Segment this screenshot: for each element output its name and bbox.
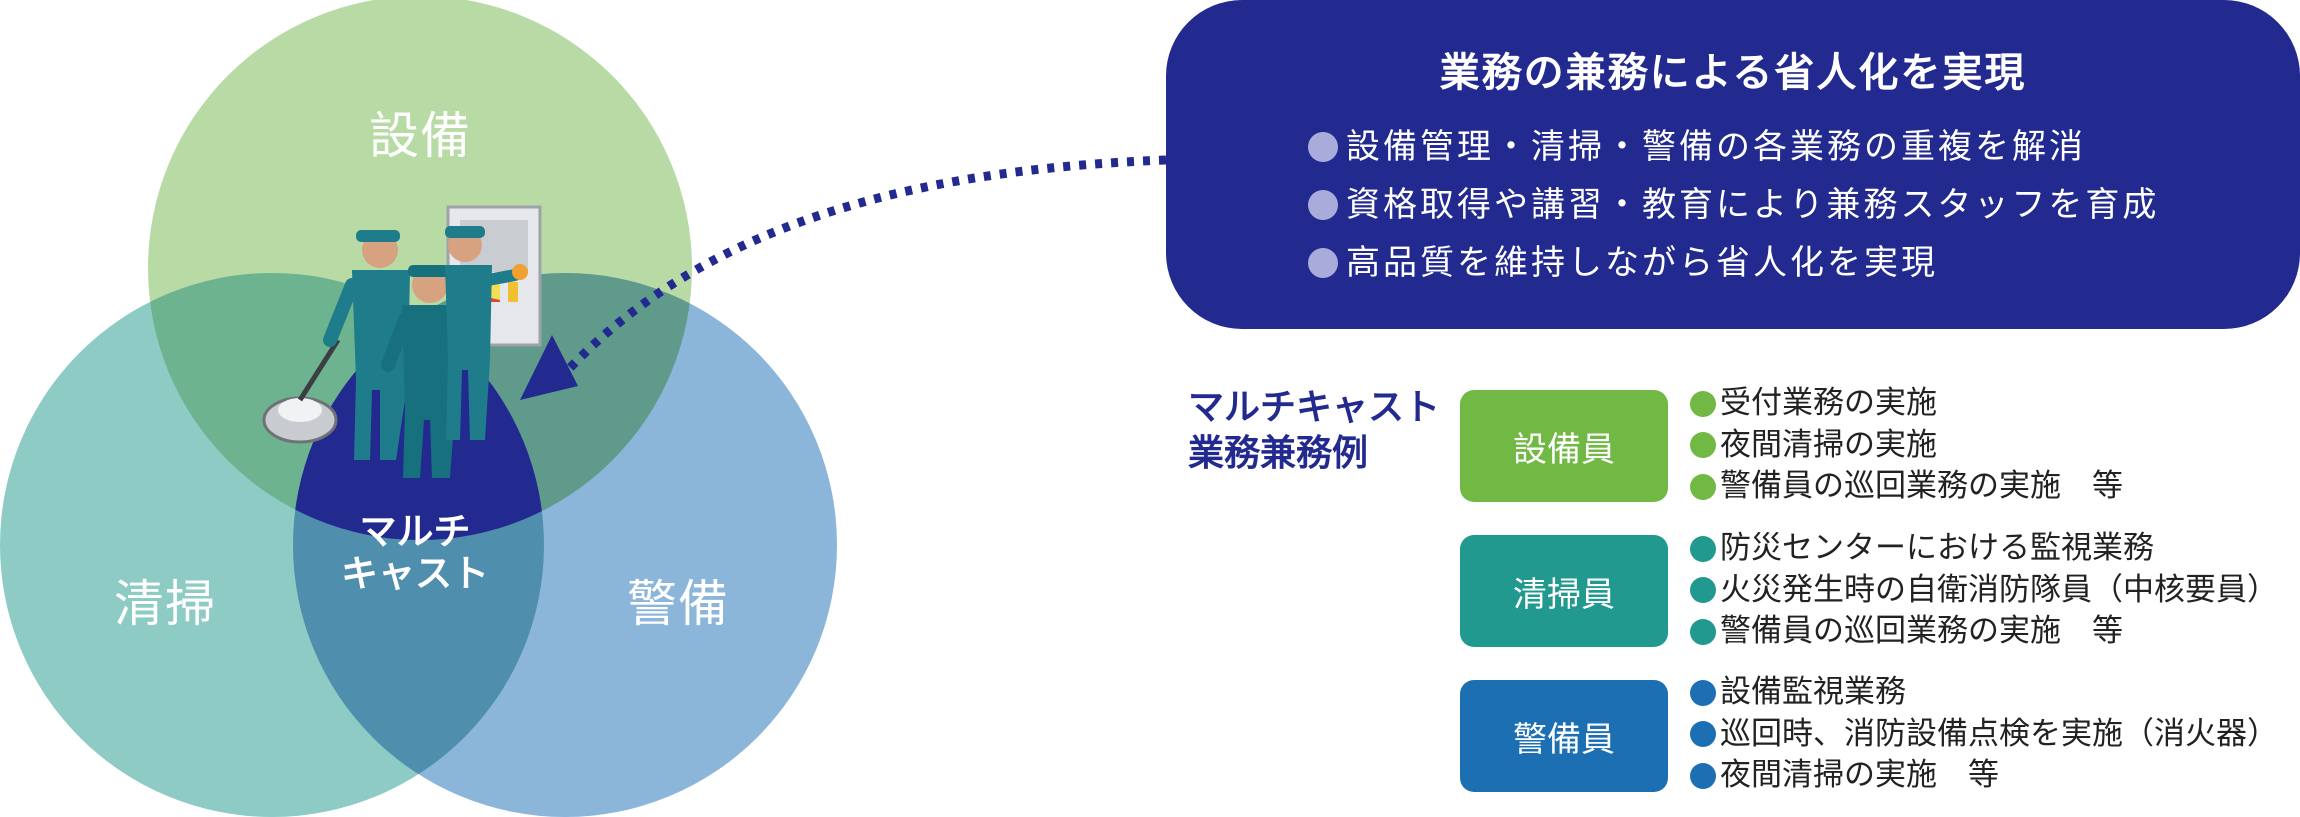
duty-item: 警備員の巡回業務の実施 等: [1690, 611, 2278, 653]
connector-arrowhead: [520, 335, 578, 400]
center-label-line1: マルチ: [359, 510, 471, 553]
example-title-line2: 業務兼務例: [1188, 433, 1369, 474]
bullet-dot-icon: [1690, 577, 1716, 604]
duty-item: 警備員の巡回業務の実施 等: [1690, 466, 2123, 508]
duty-text: 夜間清掃の実施: [1720, 426, 1937, 463]
venn-center-label: マルチ キャスト: [341, 511, 489, 595]
duty-text: 巡回時、消防設備点検を実施（消火器）: [1720, 715, 2278, 752]
bullet-dot-icon: [1690, 535, 1716, 562]
duty-text: 警備員の巡回業務の実施 等: [1720, 613, 2123, 649]
duty-text: 防災センターにおける監視業務: [1720, 530, 2154, 566]
example-title-line1: マルチキャスト: [1188, 387, 1441, 428]
bullet-dot-icon: [1690, 679, 1716, 706]
duty-item: 火災発生時の自衛消防隊員（中核要員）: [1690, 570, 2278, 612]
connector-arrow-line: [564, 155, 1167, 374]
bullet-dot-icon: [1690, 721, 1716, 748]
duty-text: 夜間清掃の実施 等: [1720, 757, 1999, 793]
role-equipment: 設備員: [1460, 390, 1668, 502]
bullet-dot-icon: [1690, 432, 1716, 459]
duty-item: 受付業務の実施: [1690, 383, 2123, 425]
duty-text: 設備監視業務: [1720, 674, 1906, 710]
workers-illustration: [262, 205, 542, 478]
venn-label-cleaning: 清掃: [114, 575, 216, 633]
venn-label-security: 警備: [627, 575, 729, 633]
duty-item: 設備監視業務: [1690, 672, 2278, 714]
venn-label-equipment: 設備: [369, 107, 471, 165]
bullet-dot-icon: [1690, 390, 1716, 417]
center-label-line2: キャスト: [341, 552, 489, 595]
duty-item: 夜間清掃の実施: [1690, 425, 2123, 467]
summary-bullet: 資格取得や講習・教育により兼務スタッフを育成: [1308, 176, 2159, 234]
bullet-dot-icon: [1308, 190, 1338, 220]
duty-item: 防災センターにおける監視業務: [1690, 528, 2278, 570]
role-security: 警備員: [1460, 680, 1668, 792]
summary-bullet-text: 設備管理・清掃・警備の各業務の重複を解消: [1346, 127, 2086, 167]
role-cleaning: 清掃員: [1460, 535, 1668, 647]
summary-bullet-list: 設備管理・清掃・警備の各業務の重複を解消 資格取得や講習・教育により兼務スタッフ…: [1308, 118, 2159, 292]
duty-text: 火災発生時の自衛消防隊員（中核要員）: [1720, 571, 2278, 608]
duties-cleaning: 防災センターにおける監視業務 火災発生時の自衛消防隊員（中核要員） 警備員の巡回…: [1690, 528, 2278, 653]
bullet-dot-icon: [1690, 473, 1716, 500]
duty-text: 警備員の巡回業務の実施 等: [1720, 468, 2123, 504]
example-title: マルチキャスト 業務兼務例: [1188, 385, 1440, 477]
bullet-dot-icon: [1690, 618, 1716, 645]
duty-text: 受付業務の実施: [1720, 385, 1937, 421]
duty-item: 巡回時、消防設備点検を実施（消火器）: [1690, 714, 2278, 756]
bullet-dot-icon: [1690, 762, 1716, 789]
summary-bullet-text: 高品質を維持しながら省人化を実現: [1346, 243, 1938, 283]
summary-box: 業務の兼務による省人化を実現 設備管理・清掃・警備の各業務の重複を解消 資格取得…: [1166, 0, 2300, 329]
duties-equipment: 受付業務の実施 夜間清掃の実施 警備員の巡回業務の実施 等: [1690, 383, 2123, 508]
summary-title: 業務の兼務による省人化を実現: [1439, 50, 2027, 96]
bullet-dot-icon: [1308, 248, 1338, 278]
summary-bullet: 設備管理・清掃・警備の各業務の重複を解消: [1308, 118, 2159, 176]
duty-item: 夜間清掃の実施 等: [1690, 755, 2278, 797]
summary-bullet: 高品質を維持しながら省人化を実現: [1308, 234, 2159, 292]
bullet-dot-icon: [1308, 132, 1338, 162]
duties-security: 設備監視業務 巡回時、消防設備点検を実施（消火器） 夜間清掃の実施 等: [1690, 672, 2278, 797]
summary-bullet-text: 資格取得や講習・教育により兼務スタッフを育成: [1346, 185, 2160, 225]
